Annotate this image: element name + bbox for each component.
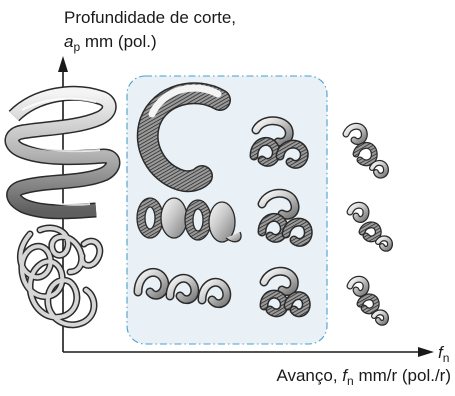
y-axis-arrowhead [58,56,68,72]
y-axis-symbol: a [64,32,74,51]
y-axis-title-line1: Profundidade de corte, [64,8,237,27]
x-axis-end-symbol: f [438,343,443,362]
chip-tiny-broken-middle [346,201,394,252]
y-axis-symbol-subscript: p [73,40,81,54]
chip-c-shaped-curl [136,82,231,193]
chip-short-comma-coil [133,267,232,309]
x-axis-title: Avanço, fn mm/r (pol./r) [276,367,451,387]
chip-long-helical-ribbon [4,85,121,220]
x-axis-arrowhead [418,347,434,357]
chip-small-broken-top [342,122,390,179]
chip-tangled-snarled [17,224,104,329]
chip-tiny-broken-bottom [346,275,390,326]
y-axis-unit: mm (pol.) [84,32,157,51]
chip-broken-spiral-bottom [259,266,311,318]
x-axis-title-prefix: Avanço, [276,366,338,385]
y-axis-title-line2: ap mm (pol.) [64,33,157,53]
x-axis-end-label: fn [438,344,449,364]
x-axis-title-unit: mm/r (pol./r) [358,366,451,385]
chip-broken-spiral-segments [249,116,309,169]
x-axis-title-subscript: n [347,374,354,388]
x-axis-title-symbol: f [342,366,348,385]
x-axis-end-subscript: n [442,351,450,365]
chip-tight-helical-coil [136,197,242,243]
chip-broken-spiral-middle [257,188,313,247]
